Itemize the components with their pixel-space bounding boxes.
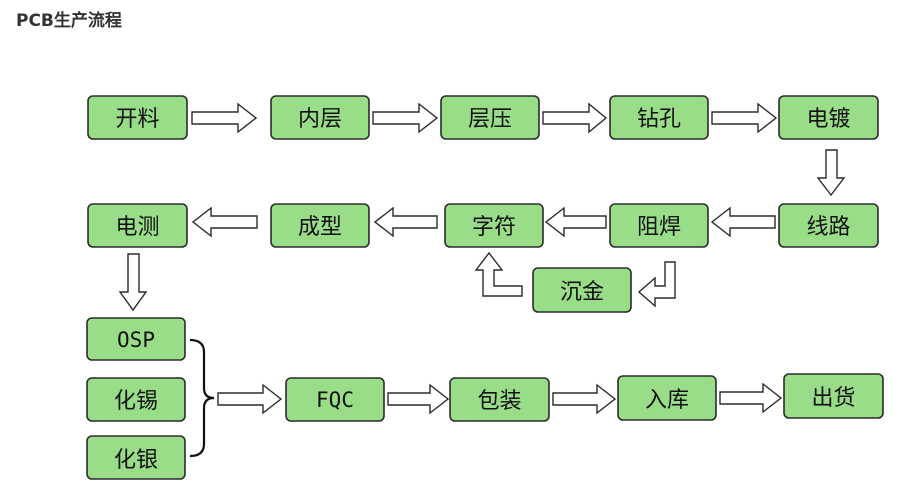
step-ruku-label: 入库 [645, 388, 689, 413]
arrow-down-2 [118, 253, 148, 312]
step-zifu-label: 字符 [472, 215, 516, 240]
step-huayin-label: 化银 [114, 448, 158, 473]
step-neiceng-label: 内层 [298, 107, 342, 132]
step-osp: OSP [86, 317, 186, 361]
step-chengxing: 成型 [270, 203, 370, 248]
step-zuankong-label: 钻孔 [637, 107, 681, 132]
step-huaxi: 化锡 [86, 377, 186, 422]
step-osp-label: OSP [117, 328, 155, 352]
step-baozhuang: 包装 [449, 377, 550, 422]
step-xianlu: 线路 [778, 203, 879, 248]
step-cengya-label: 层压 [468, 107, 512, 132]
arrow-right-7 [552, 383, 617, 415]
step-kailiao: 开料 [87, 95, 188, 140]
arrow-left-4 [191, 206, 258, 238]
step-zuankong: 钻孔 [609, 95, 709, 140]
arrow-down-1 [816, 149, 846, 197]
arrow-right-1 [191, 102, 258, 134]
step-dianche-label: 电测 [115, 215, 159, 240]
step-kailiao-label: 开料 [115, 107, 159, 132]
step-huayin: 化银 [86, 435, 186, 480]
arrow-right-5 [217, 383, 283, 415]
step-chenjin-label: 沉金 [560, 280, 604, 305]
arrow-left-2 [544, 206, 607, 238]
finish-bracket [189, 338, 215, 458]
step-chuhuo-label: 出货 [811, 386, 855, 411]
step-zifu: 字符 [444, 203, 544, 248]
arrow-left-1 [710, 206, 776, 238]
arrow-right-2 [372, 102, 439, 134]
step-chenjin: 沉金 [532, 267, 632, 313]
page-title: PCB生产流程 [16, 11, 122, 31]
step-fqc: FQC [285, 377, 385, 422]
step-baozhuang-label: 包装 [477, 389, 521, 414]
step-chuhuo: 出货 [783, 373, 884, 419]
step-cengya: 层压 [440, 95, 540, 140]
step-huaxi-label: 化锡 [114, 389, 158, 414]
step-zuhan: 阻焊 [609, 203, 709, 248]
step-ruku: 入库 [617, 375, 717, 421]
step-dianche: 电测 [87, 203, 188, 248]
arrow-right-8 [719, 382, 783, 414]
step-diandu-label: 电镀 [806, 107, 850, 132]
arrow-right-3 [542, 102, 608, 134]
step-xianlu-label: 线路 [806, 215, 850, 240]
step-fqc-label: FQC [316, 388, 354, 412]
arrow-right-6 [387, 383, 450, 415]
step-diandu: 电镀 [778, 95, 879, 140]
arrow-bent-into-chenjin [637, 261, 676, 308]
arrow-bent-into-zifu [474, 251, 523, 297]
arrow-right-4 [711, 102, 778, 134]
step-chengxing-label: 成型 [298, 215, 342, 240]
step-neiceng: 内层 [270, 95, 370, 140]
step-zuhan-label: 阻焊 [637, 215, 681, 240]
arrow-left-3 [373, 206, 438, 238]
